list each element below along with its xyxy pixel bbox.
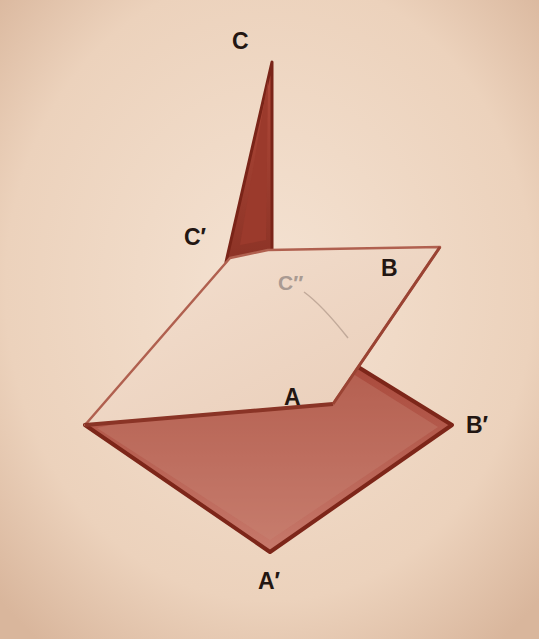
crease-line — [304, 292, 348, 338]
point-label: C′ — [184, 226, 206, 249]
point-label: B′ — [466, 414, 488, 437]
point-label: C″ — [278, 272, 303, 293]
point-label: B — [381, 257, 398, 280]
point-label: A′ — [258, 570, 280, 593]
folded-tip — [226, 62, 272, 262]
point-label: A — [284, 386, 301, 409]
sheet-right-edge — [333, 247, 440, 404]
point-label: C — [232, 30, 249, 53]
folded-sheet — [85, 247, 440, 425]
folded-tip-inner — [240, 80, 268, 245]
